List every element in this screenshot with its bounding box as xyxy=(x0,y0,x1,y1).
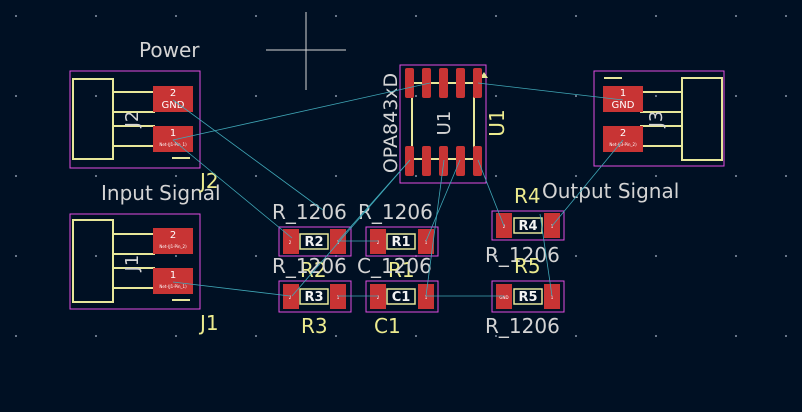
ref-r5: R5 xyxy=(514,254,541,278)
svg-text:2: 2 xyxy=(620,128,626,139)
svg-text:GND: GND xyxy=(499,295,508,300)
pad-j1-2[interactable]: 2 Net-(J1-Pin_2) xyxy=(153,228,193,254)
ref-u1: U1 xyxy=(485,109,509,136)
ratsnest xyxy=(172,82,624,297)
svg-text:GND: GND xyxy=(162,100,185,111)
svg-text:2: 2 xyxy=(170,230,176,241)
fab-ref-r1: R1 xyxy=(391,235,410,250)
svg-text:2: 2 xyxy=(503,224,506,229)
value-r1: R_1206 xyxy=(358,200,433,224)
svg-text:1: 1 xyxy=(551,295,554,300)
pad-j3-2[interactable]: 2 Net-(J3-Pin_2) xyxy=(603,126,643,152)
footprint-r1[interactable]: R1 2 1 R_1206 R1 xyxy=(358,200,439,282)
value-u1: OPA843xD xyxy=(380,73,402,173)
svg-text:2: 2 xyxy=(289,295,292,300)
ref-r4: R4 xyxy=(514,184,541,208)
value-r5: R_1206 xyxy=(485,314,560,338)
footprint-j2[interactable]: 2 GND 1 Net-(J1-Pin_1) J2 J2 xyxy=(69,70,219,193)
svg-text:Net-(J1-Pin_2): Net-(J1-Pin_2) xyxy=(159,244,187,249)
ref-r1: R1 xyxy=(388,258,415,282)
ref-j2: J2 xyxy=(198,169,219,193)
fab-ref-j2: J2 xyxy=(122,111,143,129)
svg-text:GND: GND xyxy=(612,100,635,111)
fab-ref-u1: U1 xyxy=(434,111,455,136)
svg-text:2: 2 xyxy=(377,240,380,245)
pad-j3-1[interactable]: 1 GND xyxy=(603,86,643,112)
pad-j1-1[interactable]: 1 Net-(J1-Pin_1) xyxy=(153,268,193,294)
svg-text:2: 2 xyxy=(170,88,176,99)
svg-text:Net-(J3-Pin_2): Net-(J3-Pin_2) xyxy=(609,142,637,147)
board-text-input-signal[interactable]: Input Signal xyxy=(101,181,221,205)
ref-j1: J1 xyxy=(198,311,219,335)
footprint-r3[interactable]: R3 2 1 R_1206 R3 xyxy=(272,254,352,338)
fab-ref-r4: R4 xyxy=(518,219,537,234)
ref-r2: R2 xyxy=(300,258,327,282)
value-r3: R_1206 xyxy=(272,254,347,278)
value-r2: R_1206 xyxy=(272,200,347,224)
footprint-j3[interactable]: 1 GND 2 Net-(J3-Pin_2) J3 xyxy=(593,70,725,167)
value-c1: C_1206 xyxy=(357,254,432,278)
footprint-c1[interactable]: C1 2 1 C_1206 C1 xyxy=(357,254,439,338)
footprint-r5[interactable]: R5 GND 1 R5 R_1206 xyxy=(485,254,565,338)
svg-text:1: 1 xyxy=(170,128,176,139)
board-text-output-signal[interactable]: Output Signal xyxy=(542,179,679,203)
fab-ref-r3: R3 xyxy=(304,290,323,305)
svg-text:1: 1 xyxy=(170,270,176,281)
board-text-power[interactable]: Power xyxy=(139,38,200,62)
svg-text:1: 1 xyxy=(620,88,626,99)
svg-text:2: 2 xyxy=(289,240,292,245)
pad-j2-1[interactable]: 1 Net-(J1-Pin_1) xyxy=(153,126,193,152)
svg-text:2: 2 xyxy=(377,295,380,300)
footprint-j1[interactable]: 2 Net-(J1-Pin_2) 1 Net-(J1-Pin_1) J1 J1 xyxy=(69,213,219,335)
svg-text:1: 1 xyxy=(337,295,340,300)
fab-ref-j3: J3 xyxy=(646,111,667,129)
fab-ref-r5: R5 xyxy=(518,290,537,305)
svg-text:1: 1 xyxy=(551,224,554,229)
fab-ref-j1: J1 xyxy=(122,255,143,273)
svg-text:Net-(J1-Pin_1): Net-(J1-Pin_1) xyxy=(159,142,187,147)
fab-ref-c1: C1 xyxy=(392,290,411,305)
footprint-u1[interactable]: OPA843xD U1 U1 xyxy=(380,64,509,184)
ref-c1: C1 xyxy=(374,314,401,338)
crosshair-cursor-icon xyxy=(266,12,346,90)
svg-text:Net-(J1-Pin_1): Net-(J1-Pin_1) xyxy=(159,284,187,289)
ref-r3: R3 xyxy=(301,314,328,338)
fab-ref-r2: R2 xyxy=(304,235,323,250)
pad-j2-2[interactable]: 2 GND xyxy=(153,86,193,112)
svg-text:1: 1 xyxy=(425,240,428,245)
svg-text:1: 1 xyxy=(425,295,428,300)
